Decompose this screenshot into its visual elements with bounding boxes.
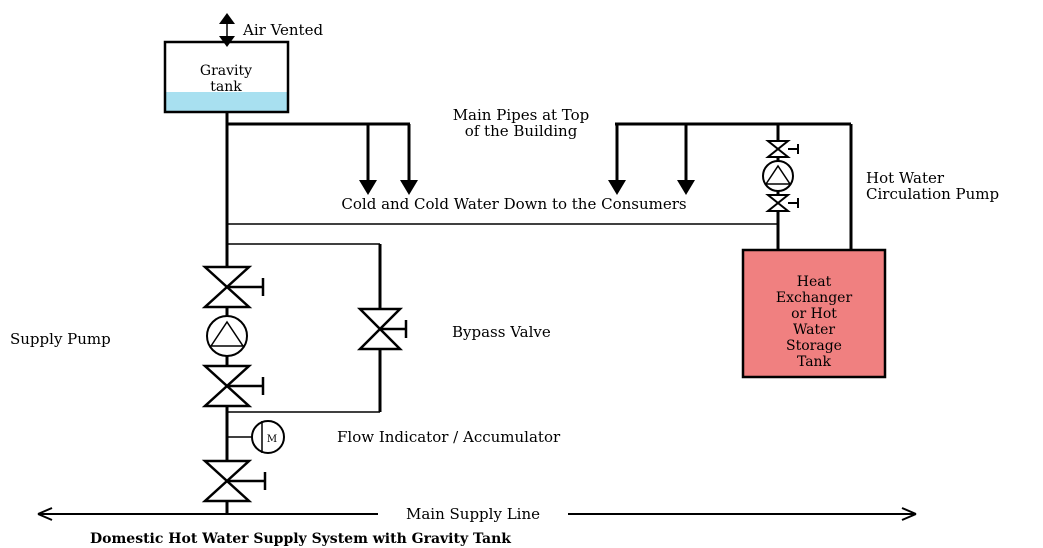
main-pipes-label-1: Main Pipes at Top <box>453 106 590 124</box>
diagram-title: Domestic Hot Water Supply System with Gr… <box>90 531 511 547</box>
gravity-tank-label-1: Gravity <box>200 63 252 79</box>
heat-exchanger-tank: Heat Exchanger or Hot Water Storage Tank <box>741 248 887 379</box>
tank-water-fill <box>165 92 288 112</box>
bypass-valve-icon <box>356 307 408 351</box>
hot-down-arrows <box>608 124 695 195</box>
consumers-label: Cold and Cold Water Down to the Consumer… <box>341 195 686 213</box>
hot-return-lower-valve-icon <box>765 194 799 212</box>
hot-water-pump-label-2: Circulation Pump <box>866 185 999 203</box>
heat-exchanger-label-1: Heat <box>797 274 832 290</box>
heat-exchanger-label-6: Tank <box>797 354 832 370</box>
hot-water-circulation-pump-icon <box>762 160 794 192</box>
heat-exchanger-label-3: or Hot <box>791 306 837 322</box>
gravity-tank: Gravity tank <box>163 40 290 114</box>
main-supply-line <box>37 507 917 521</box>
heat-exchanger-label-2: Exchanger <box>776 290 853 306</box>
flow-indicator-symbol: M <box>267 434 277 445</box>
supply-upper-valve-icon <box>201 265 265 309</box>
cold-down-arrows <box>359 124 418 195</box>
air-vented-label: Air Vented <box>242 21 323 39</box>
main-supply-line-label: Main Supply Line <box>406 505 540 523</box>
supply-pump-icon <box>206 315 248 357</box>
gravity-tank-label-2: tank <box>210 79 242 95</box>
heat-exchanger-label-5: Storage <box>786 338 842 354</box>
supply-lower-valve-icon <box>201 364 265 408</box>
hot-water-pump-label-1: Hot Water <box>866 169 945 187</box>
bypass-valve-label: Bypass Valve <box>452 323 551 341</box>
main-pipes-label-2: of the Building <box>465 122 578 140</box>
hot-return-upper-valve-icon <box>765 140 799 158</box>
heat-exchanger-label-4: Water <box>793 322 835 338</box>
flow-indicator-icon: M <box>251 420 285 454</box>
supply-pump-label: Supply Pump <box>10 330 111 348</box>
flow-indicator-label: Flow Indicator / Accumulator <box>337 428 561 446</box>
main-supply-valve-icon <box>201 459 267 503</box>
